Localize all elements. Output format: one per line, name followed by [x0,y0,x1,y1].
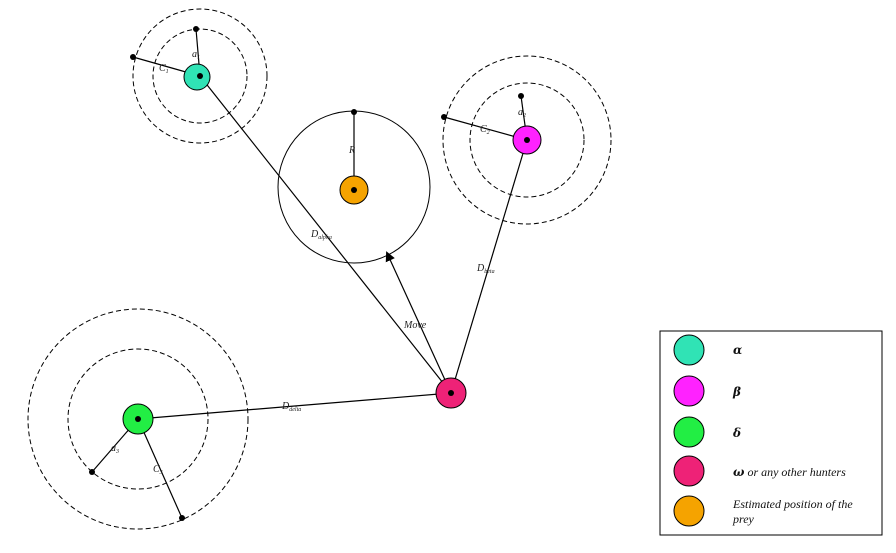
delta-outer-ring [27,308,249,530]
delta-wolf-group: a3 C3 [27,308,249,530]
delta-c-radius [137,418,183,519]
alpha-center-dot [197,73,203,79]
prey-center-dot [351,187,357,193]
alpha-a-label: a1 [192,49,200,61]
alpha-a-endpoint [193,26,199,32]
alpha-c-label: C1 [159,63,169,75]
prey-group: R [277,109,431,264]
d-delta-label: Ddelta [281,401,301,413]
delta-inner-ring [67,348,209,490]
legend-delta-swatch [673,416,705,448]
beta-outer-ring [442,55,612,225]
alpha-wolf-group: a1 C1 [130,8,268,144]
omega-center-dot [448,390,454,396]
legend-omega-label: ω or any other hunters [733,465,846,479]
d-alpha-label: Dalpha [310,229,332,241]
distance-lines [137,75,528,420]
legend-alpha-swatch [673,334,705,366]
move-arrow [385,251,452,394]
legend-omega-swatch [673,455,705,487]
legend-prey-swatch [673,495,705,527]
legend-beta-label: β [732,385,741,399]
legend: α β δ ω or any other hunters Estimated p… [659,330,883,536]
delta-a-endpoint [89,469,95,475]
delta-c-endpoint [179,515,185,521]
legend-prey-label-line1: Estimated position of the [732,497,853,511]
legend-beta-swatch [673,375,705,407]
line-to-delta [137,392,452,420]
legend-delta-label: δ [732,426,741,440]
beta-c-label: C2 [480,124,490,136]
beta-a-label: a2 [518,107,526,119]
beta-wolf-group: a2 C2 [441,55,612,225]
delta-c-label: C3 [153,464,163,476]
prey-r-endpoint [351,109,357,115]
omega-wolf-group [435,377,467,409]
beta-a-endpoint [518,93,524,99]
beta-inner-ring [469,82,585,198]
alpha-c-endpoint [130,54,136,60]
beta-c-endpoint [441,114,447,120]
line-to-beta [450,139,528,394]
d-beta-label: Dbeta [476,263,495,275]
alpha-outer-ring [132,8,268,144]
beta-center-dot [524,137,530,143]
alpha-inner-ring [152,28,248,124]
legend-alpha-label: α [733,343,742,357]
legend-prey-label-line2: prey [732,512,755,526]
prey-r-label: R [348,145,355,156]
move-label: Move [403,320,427,331]
alpha-wolf [183,63,211,91]
delta-center-dot [135,416,141,422]
delta-a-label: a3 [111,443,119,455]
